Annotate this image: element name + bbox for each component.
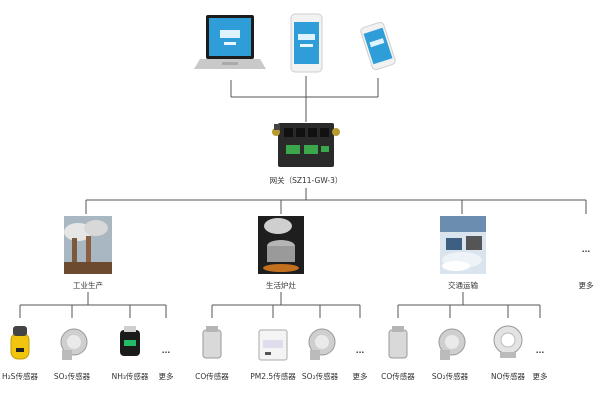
phone-device — [360, 21, 396, 71]
sensor-more-ellipsis: ... — [356, 346, 365, 355]
no-sensor-icon — [493, 325, 523, 358]
sensor-label-no: NO传感器 — [491, 371, 526, 381]
co-sensor-icon — [202, 326, 222, 359]
so2-sensor-icon — [60, 328, 88, 360]
sensor-label-more: 更多 — [353, 371, 368, 381]
sensor-more-ellipsis: ... — [536, 346, 545, 355]
category-label-traffic: 交通运输 — [448, 280, 478, 290]
sensor-label-so2: SO₂传感器 — [432, 371, 469, 381]
category-connector-lines — [85, 188, 587, 214]
pm25-sensor-icon — [258, 329, 288, 361]
sensor-label-more: 更多 — [159, 371, 174, 381]
tablet-device — [290, 13, 323, 73]
nh3-sensor-icon — [120, 326, 140, 356]
gateway-device — [272, 123, 340, 167]
traffic-exhaust-photo — [440, 216, 486, 274]
so2-sensor-icon — [308, 328, 336, 360]
more-category-ellipsis: ... — [582, 245, 591, 254]
sensor-label-pm25: PM2.5传感器 — [250, 371, 296, 381]
sensor-label-h2s: H₂S传感器 — [2, 371, 38, 381]
gateway-label: 网关（SZ11-GW-3） — [270, 175, 343, 185]
sensor-connector-lines — [19, 292, 541, 318]
category-label-stove: 生活炉灶 — [266, 280, 296, 290]
category-label-more: 更多 — [579, 280, 594, 290]
sensor-label-co: CO传感器 — [381, 371, 415, 381]
h2s-sensor-icon — [10, 326, 30, 360]
sensor-label-more: 更多 — [533, 371, 548, 381]
sensor-label-so2: SO₂传感器 — [54, 371, 91, 381]
laptop-device — [194, 15, 266, 69]
factory-smoke-photo — [64, 216, 112, 274]
category-label-industrial: 工业生产 — [73, 280, 103, 290]
sensor-label-co: CO传感器 — [195, 371, 229, 381]
sensor-label-so2: SO₂传感器 — [302, 371, 339, 381]
sensor-label-nh3: NH₃传感器 — [112, 371, 149, 381]
cooking-pot-steam-photo — [258, 216, 304, 274]
device-connector-lines — [230, 76, 379, 122]
sensor-more-ellipsis: ... — [162, 346, 171, 355]
co-sensor-icon — [388, 326, 408, 359]
so2-sensor-icon — [438, 328, 466, 360]
